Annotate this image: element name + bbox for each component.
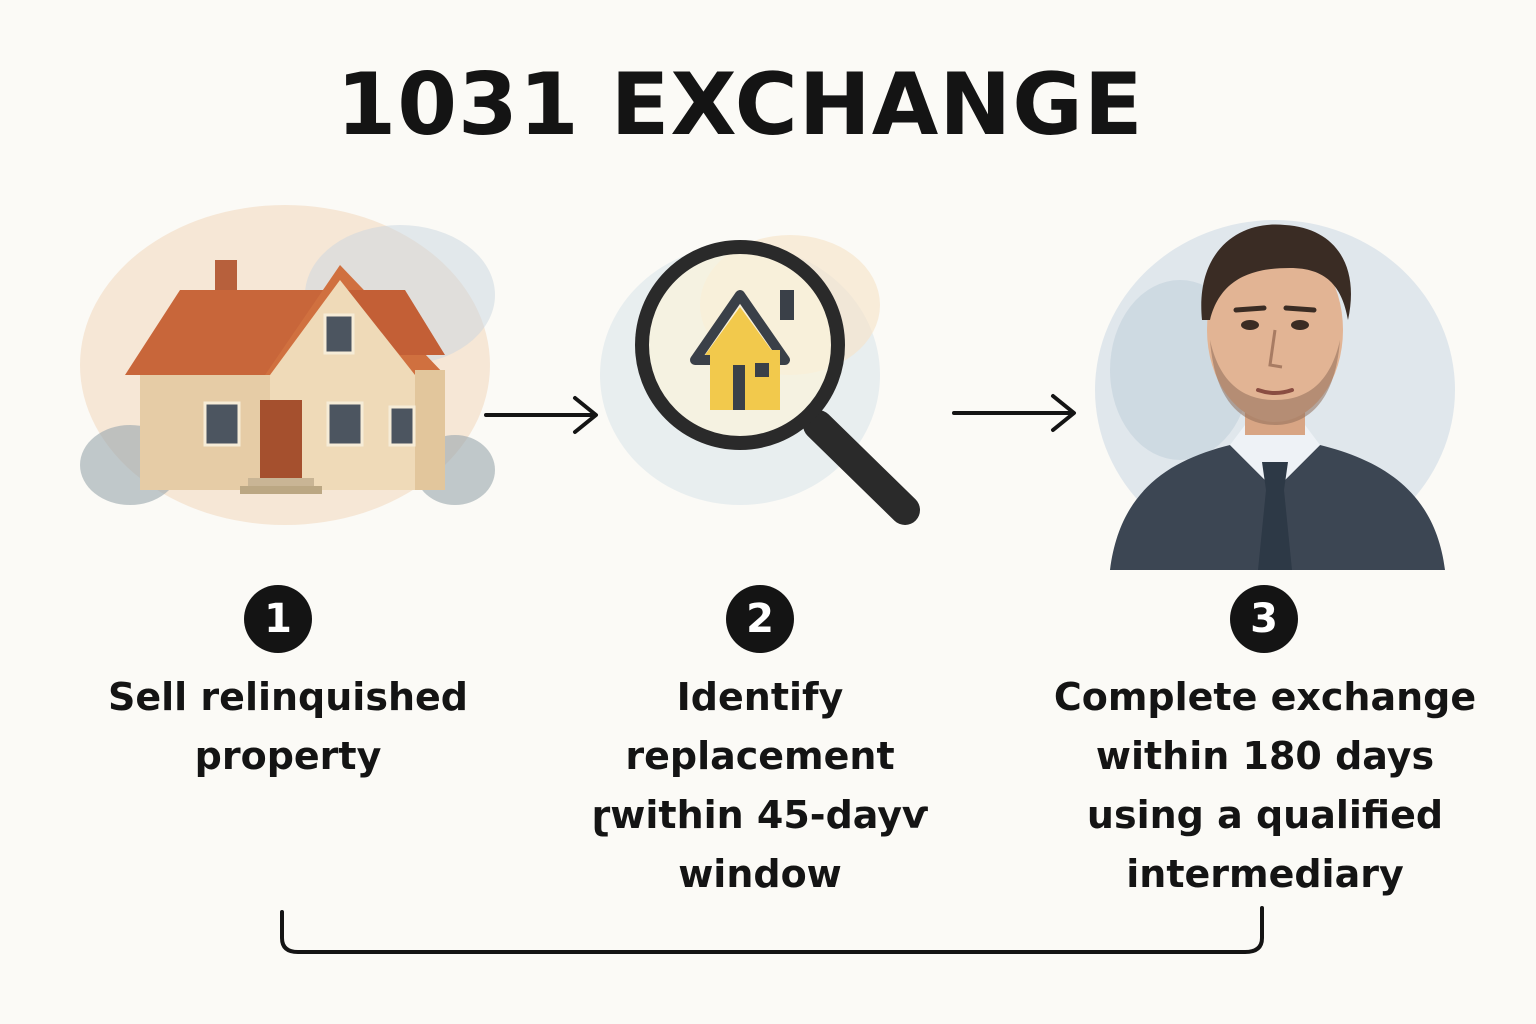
step-3-line: Complete exchange	[1053, 675, 1477, 719]
step-2-line: Identify	[676, 675, 844, 719]
arrow-right-icon	[484, 396, 598, 434]
step-3-description: Complete exchange within 180 days using …	[1030, 668, 1500, 904]
step-1-line: Sell relinquished	[108, 675, 468, 719]
step-number-2: 2	[726, 585, 794, 653]
step-1-line: property	[194, 734, 382, 778]
step-3-line: within 180 days	[1095, 734, 1435, 778]
step-number-1: 1	[244, 585, 312, 653]
step-2-line: replacement	[625, 734, 895, 778]
magnifying-glass-house-icon	[600, 235, 920, 525]
step-1-description: Sell relinquished property	[88, 668, 488, 786]
step-number-3: 3	[1230, 585, 1298, 653]
step-2-line: ɽwithin 45-dayѵ	[591, 793, 929, 837]
page-title: 1031 EXCHANGE	[336, 55, 1144, 155]
arrow-right-icon	[952, 394, 1076, 432]
step-2-description: Identify replacement ɽwithin 45-dayѵ win…	[560, 668, 960, 904]
step-2-line: window	[678, 852, 842, 896]
timeline-bracket	[280, 906, 1264, 954]
house-icon	[80, 205, 495, 525]
step-3-line: using a qualified	[1086, 793, 1444, 837]
step-3-line: intermediary	[1126, 852, 1404, 896]
intermediary-portrait-icon	[1095, 220, 1455, 570]
